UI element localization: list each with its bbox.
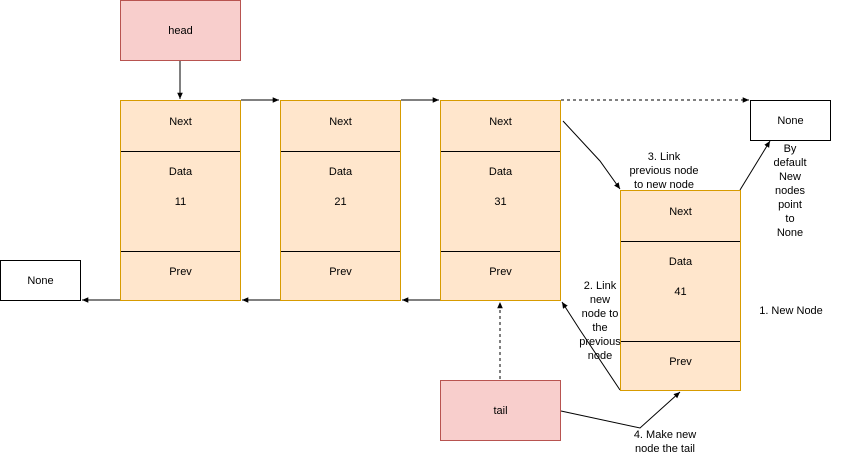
head-label: head: [168, 24, 193, 37]
default-note-label: By default New nodes point to None: [773, 143, 807, 239]
none-box-left: None: [0, 260, 81, 301]
none-left-label: None: [27, 274, 54, 287]
divider: [281, 251, 400, 252]
none-right-label: None: [777, 114, 804, 127]
data-field: Data: [168, 166, 193, 178]
make-tail-arrow: [560, 391, 681, 429]
data-field: Data: [328, 166, 353, 178]
divider: [281, 151, 400, 152]
link-new-to-previous-arrow: [561, 301, 621, 391]
list-node-1: Next Data 11 Prev: [120, 100, 241, 301]
new-list-node: Next Data 41 Prev: [620, 190, 741, 391]
data-value: 11: [174, 196, 187, 208]
prev-field: Prev: [489, 266, 512, 278]
next-field: Next: [329, 116, 352, 128]
link-previous-to-new-arrow: [562, 120, 621, 190]
step1-label: 1. New Node: [759, 305, 823, 317]
divider: [441, 251, 560, 252]
divider: [121, 251, 240, 252]
step3-label: 3. Link previous node to new node: [629, 151, 699, 191]
new-node-next-arrow: [739, 140, 771, 191]
next-field: Next: [489, 116, 512, 128]
data-field: Data: [668, 256, 693, 268]
tail-pointer: tail: [440, 380, 561, 441]
data-value: 41: [674, 286, 687, 298]
prev-field: Prev: [329, 266, 352, 278]
list-node-2: Next Data 21 Prev: [280, 100, 401, 301]
head-pointer: head: [120, 0, 241, 61]
next-field: Next: [669, 206, 692, 218]
prev-field: Prev: [169, 266, 192, 278]
next-field: Next: [169, 116, 192, 128]
tail-label: tail: [493, 404, 508, 417]
divider: [121, 151, 240, 152]
divider: [441, 151, 560, 152]
divider: [621, 341, 740, 342]
data-value: 21: [334, 196, 347, 208]
step4-label: 4. Make new node the tail: [633, 429, 697, 455]
divider: [621, 241, 740, 242]
prev-field: Prev: [669, 356, 692, 368]
list-node-3: Next Data 31 Prev: [440, 100, 561, 301]
step2-label: 2. Link new node to the previous node: [579, 280, 621, 362]
data-value: 31: [494, 196, 507, 208]
none-box-right: None: [750, 100, 831, 141]
data-field: Data: [488, 166, 513, 178]
